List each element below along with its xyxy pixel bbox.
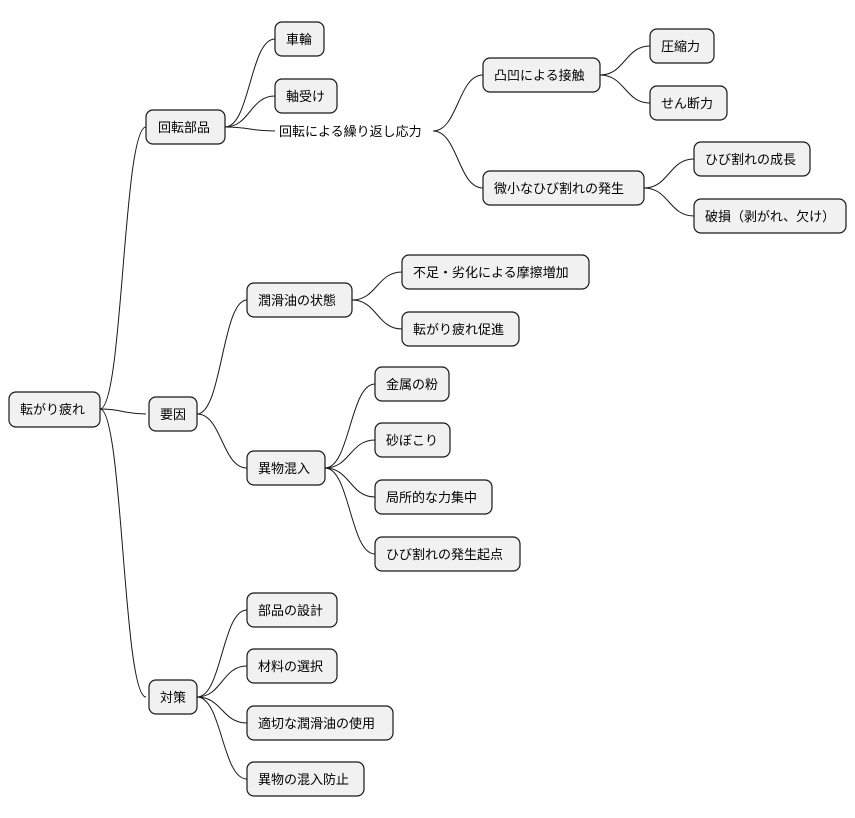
edge-micro-crack-breakage (643, 187, 695, 217)
node-fatigue-acceleration: 転がり疲れ促進 (401, 311, 520, 347)
node-breakage: 破損（剥がれ、欠け） (693, 198, 847, 234)
node-crack-growth: ひび割れの成長 (693, 141, 811, 177)
node-label: 適切な潤滑油の使用 (258, 716, 375, 732)
edge-rotating-parts-wheel (224, 38, 276, 128)
node-sand-dust: 砂ぼこり (374, 422, 451, 458)
edge-root-factors (99, 408, 147, 415)
node-label: 材料の選択 (258, 660, 323, 675)
node-friction-increase: 不足・劣化による摩擦増加 (401, 254, 590, 290)
node-rotating-parts: 回転部品 (145, 109, 226, 145)
node-root: 転がり疲れ (8, 391, 101, 428)
edge-rotating-parts-bearing (224, 95, 276, 128)
node-foreign-matter: 異物混入 (246, 450, 326, 486)
node-label: ひび割れの成長 (705, 152, 796, 168)
node-label: 車輪 (286, 32, 312, 48)
node-bearing: 軸受け (274, 78, 338, 114)
edge-factors-lubricant (196, 299, 248, 415)
node-micro-crack: 微小なひび割れの発生 (482, 170, 645, 206)
node-label: 軸受け (286, 90, 325, 105)
edge-foreign-sand (324, 439, 376, 469)
node-shear-force: せん断力 (649, 85, 728, 121)
node-local-concentration: 局所的な力集中 (374, 479, 493, 515)
edge-foreign-local (324, 467, 376, 498)
node-repeated-stress: 回転による繰り返し応力 (279, 125, 422, 140)
node-label: 金属の粉 (386, 377, 438, 393)
node-lubricant-state: 潤滑油の状態 (246, 282, 353, 318)
node-label: 局所的な力集中 (386, 490, 477, 506)
edge-countermeasures-design (196, 609, 248, 698)
node-wheel: 車輪 (274, 21, 325, 57)
node-crack-origin: ひび割れの発生起点 (374, 536, 521, 572)
edge-rotating-parts-repeated-stress (224, 126, 276, 132)
node-label: 回転部品 (158, 121, 210, 136)
node-label: 回転による繰り返し応力 (279, 125, 422, 140)
edge-countermeasures-prevention (196, 696, 248, 780)
edge-countermeasures-lubricant (196, 696, 248, 724)
node-label: 破損（剥がれ、欠け） (705, 209, 835, 225)
edge-countermeasures-material (196, 665, 248, 698)
node-label: 要因 (160, 408, 186, 423)
node-label: 異物混入 (258, 462, 310, 477)
node-label: 潤滑油の状態 (258, 293, 336, 309)
edge-root-countermeasures (99, 408, 147, 698)
edge-repeated-stress-micro-crack (432, 130, 484, 189)
edge-unevenness-compressive (599, 45, 651, 76)
node-label: 微小なひび割れの発生 (494, 181, 624, 197)
nodes: 転がり疲れ 回転部品 車輪 軸受け 回転による繰り返し応力 凸凹による接触 圧縮… (8, 21, 847, 797)
node-label: 凸凹による接触 (494, 68, 585, 84)
connectors (99, 38, 695, 780)
node-part-design: 部品の設計 (246, 592, 338, 628)
node-label: 異物の混入防止 (258, 772, 349, 788)
node-label: 砂ぼこり (386, 434, 438, 449)
edge-lubricant-friction (351, 271, 403, 301)
edge-unevenness-shear (599, 74, 651, 104)
edge-foreign-metal (324, 383, 376, 469)
edge-lubricant-acceleration (351, 299, 403, 330)
node-label: せん断力 (661, 97, 713, 112)
node-foreign-prevention: 異物の混入防止 (246, 761, 365, 797)
edge-root-rotating-parts (99, 126, 147, 410)
node-material-selection: 材料の選択 (246, 648, 338, 684)
edge-repeated-stress-unevenness (432, 74, 484, 132)
node-compressive-force: 圧縮力 (649, 28, 715, 64)
node-factors: 要因 (148, 396, 198, 432)
node-label: 部品の設計 (258, 603, 323, 619)
node-label: 圧縮力 (661, 39, 700, 55)
node-unevenness-contact: 凸凹による接触 (482, 57, 601, 93)
node-label: 不足・劣化による摩擦増加 (413, 265, 569, 281)
node-metal-powder: 金属の粉 (374, 366, 450, 402)
node-proper-lubricant: 適切な潤滑油の使用 (246, 705, 394, 741)
node-label: ひび割れの発生起点 (386, 547, 503, 563)
edge-foreign-crack-origin (324, 467, 376, 555)
node-countermeasures: 対策 (148, 679, 198, 715)
node-label: 転がり疲れ (20, 402, 85, 418)
edge-factors-foreign (196, 413, 248, 469)
node-label: 転がり疲れ促進 (413, 322, 504, 338)
node-label: 対策 (160, 690, 186, 706)
edge-micro-crack-growth (643, 158, 695, 189)
